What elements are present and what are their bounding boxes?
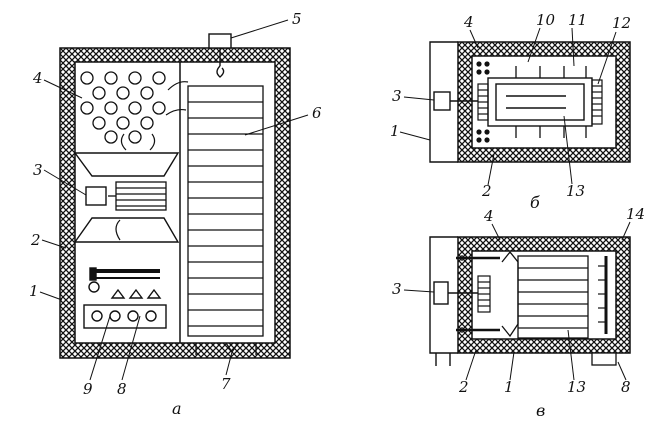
- figure-a-hanger: [208, 33, 232, 78]
- label-a-2: 2: [30, 231, 41, 249]
- label-b-2: 2: [481, 182, 492, 200]
- figure-a-fan-upper-duct: [73, 152, 180, 177]
- caption-v: в: [536, 401, 545, 420]
- label-b-4: 4: [463, 13, 474, 31]
- label-a-9: 9: [83, 380, 93, 398]
- caption-b: б: [530, 193, 540, 212]
- figure-b-fan-left: [477, 83, 489, 121]
- figure-b-fan-right: [591, 79, 603, 125]
- label-c-3: 3: [392, 280, 402, 298]
- figure-a-leader-lines: [39, 19, 309, 381]
- figure-a-burner: [88, 267, 162, 299]
- label-a-6: 6: [312, 104, 322, 122]
- label-b-13: 13: [566, 182, 585, 200]
- label-a-1: 1: [29, 282, 39, 300]
- figure-captions: а б в: [172, 193, 545, 420]
- figure-a-heat-accumulator: [80, 71, 166, 144]
- figure-a-fan-rotor: [108, 181, 167, 211]
- figure-b: [399, 27, 631, 186]
- figure-a: [39, 19, 309, 381]
- figure-b-fan-motor: [433, 91, 451, 111]
- label-a-4: 4: [32, 69, 43, 87]
- label-a-7: 7: [221, 375, 231, 393]
- figure-c-fan: [477, 275, 491, 313]
- figure-c-leader-lines: [403, 221, 631, 381]
- figure-c-door: [429, 236, 458, 354]
- figure-c-heater-bars: [456, 256, 500, 332]
- label-c-4: 4: [483, 207, 494, 225]
- figure-a-heating-elements: [83, 304, 167, 329]
- figure-c-insulated-wall: [457, 236, 631, 354]
- figure-c: [403, 221, 631, 381]
- label-c-1: 1: [504, 378, 514, 396]
- label-b-1: 1: [390, 122, 400, 140]
- number-labels: 4 3 2 1 5 6 9 8 7 4 10 11 12 3 1 2 13 4 …: [29, 10, 645, 398]
- figure-a-airflow-arrows: [115, 81, 189, 241]
- label-c-8: 8: [621, 378, 631, 396]
- figure-c-deflector: [501, 250, 519, 338]
- label-c-13: 13: [567, 378, 586, 396]
- figure-a-fan-motor: [85, 186, 107, 206]
- figure-b-heater-dots: [476, 61, 490, 143]
- figure-c-fan-motor: [433, 281, 449, 305]
- figure-a-product-rack: [187, 85, 264, 337]
- figure-c-feet-box: [591, 352, 617, 366]
- figure-b-leader-lines: [399, 27, 617, 186]
- caption-a: а: [172, 399, 182, 418]
- figure-c-heating-element: [598, 256, 608, 334]
- label-a-8: 8: [117, 380, 127, 398]
- figure-b-guides: [515, 66, 587, 138]
- figure-b-product-chamber: [487, 77, 593, 127]
- label-b-12: 12: [612, 14, 631, 32]
- label-c-2: 2: [458, 378, 469, 396]
- label-b-10: 10: [536, 11, 556, 29]
- label-c-14: 14: [626, 205, 645, 223]
- label-b-11: 11: [568, 11, 587, 29]
- label-a-5: 5: [292, 10, 302, 28]
- label-a-3: 3: [33, 161, 43, 179]
- label-b-3: 3: [392, 87, 402, 105]
- figure-c-product-rack: [517, 255, 589, 339]
- figure-b-door: [429, 41, 458, 163]
- figure-a-fan-lower-duct: [73, 217, 180, 243]
